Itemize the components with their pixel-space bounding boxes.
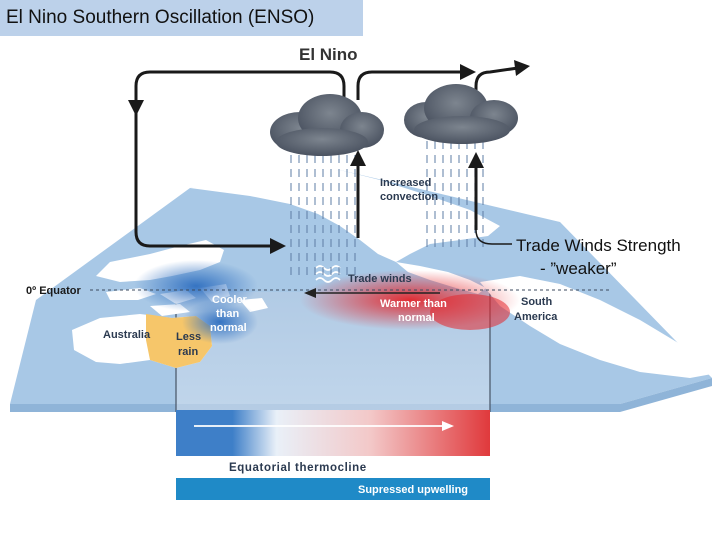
- convection-label: Increased convection: [380, 177, 438, 203]
- cool-anomaly-south: [182, 300, 258, 344]
- walker-circulation: [134, 66, 519, 248]
- south-america-landmass: [480, 276, 712, 378]
- cloud-east: [404, 84, 518, 144]
- callout-leader: [475, 229, 512, 245]
- rain-column-west: [284, 148, 358, 276]
- cool-anomaly: [134, 260, 258, 312]
- less-rain-label: Less rain: [176, 331, 204, 358]
- cooler-label: Cooler than normal: [210, 294, 250, 334]
- warmer-label: Warmer than normal: [380, 298, 450, 324]
- australia-label: Australia: [103, 329, 151, 341]
- thermocline-label-strip: [176, 456, 490, 478]
- callout-line-2: - ”weaker”: [540, 259, 617, 278]
- thermocline-label: Equatorial thermocline: [229, 462, 367, 474]
- equator-label: 0º Equator: [26, 285, 81, 297]
- circulation-arrowhead-left: [128, 100, 144, 116]
- circulation-arrowhead-mid: [460, 64, 476, 80]
- trade-winds-callout: Trade Winds Strength - ”weaker”: [516, 234, 681, 280]
- convection-arrowhead-up-east: [468, 152, 484, 168]
- thermocline-band: [176, 410, 490, 456]
- circulation-arrowhead-bottom: [270, 238, 286, 254]
- callout-line-1: Trade Winds Strength: [516, 236, 681, 255]
- slide-title: El Nino Southern Oscillation (ENSO): [0, 0, 363, 36]
- warm-anomaly-core: [430, 294, 510, 330]
- south-america-label: South America: [514, 296, 558, 323]
- circulation-arrowhead-right: [514, 60, 530, 76]
- convection-arrowhead-up: [350, 150, 366, 166]
- phase-label: El Nino: [299, 45, 358, 64]
- upwelling-bar: [176, 478, 490, 500]
- cloud-west: [270, 94, 384, 156]
- upwelling-label: Supressed upwelling: [358, 484, 468, 496]
- trade-winds-label: Trade winds: [348, 273, 412, 285]
